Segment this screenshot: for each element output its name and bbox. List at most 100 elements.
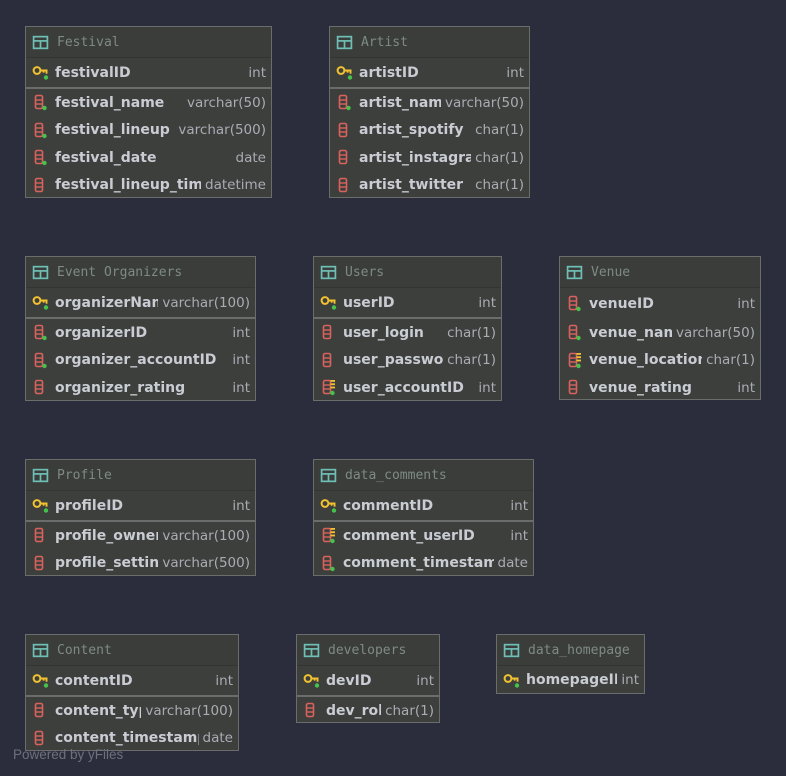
table-header[interactable]: data_homepage (497, 635, 644, 666)
table-data-comments[interactable]: data_comments commentID int comment_userI… (313, 459, 534, 576)
column-icon (32, 379, 49, 396)
column-type: char(1) (706, 352, 755, 369)
table-header[interactable]: Festival (26, 27, 271, 58)
column-type: varchar(100) (145, 702, 233, 719)
column-type: varchar(100) (162, 294, 250, 311)
column-row[interactable]: profileID int (26, 491, 255, 522)
column-name: festivalID (55, 64, 131, 81)
column-type: int (232, 497, 250, 514)
column-row[interactable]: commentID int (314, 491, 533, 522)
column-row[interactable]: content_typevarchar(100) (26, 697, 238, 725)
column-row[interactable]: dev_rolechar(1) (297, 697, 439, 725)
column-row[interactable]: user_passwordchar(1) (314, 347, 501, 375)
table-header[interactable]: Event Organizers (26, 257, 255, 288)
table-title: developers (328, 642, 407, 658)
column-name: festival_lineup_times (55, 177, 202, 194)
column-name: profileID (55, 497, 124, 514)
column-name: festival_lineup (55, 122, 170, 139)
column-name: user_accountID (343, 379, 464, 396)
foreign-key-icon (566, 352, 583, 369)
column-type: int (232, 379, 250, 396)
column-row[interactable]: artist_instagramchar(1) (330, 144, 529, 172)
column-name: venue_name (589, 324, 672, 341)
column-icon (32, 555, 49, 572)
column-name: dev_role (326, 702, 382, 719)
table-icon (566, 265, 583, 279)
table-header[interactable]: Venue (560, 257, 760, 288)
column-type: int (510, 497, 528, 514)
column-row[interactable]: organizerNamevarchar(100) (26, 288, 255, 319)
column-type: int (506, 64, 524, 81)
column-type: int (510, 527, 528, 544)
column-type: int (478, 294, 496, 311)
column-name: venue_location (589, 352, 703, 369)
primary-key-icon (32, 64, 49, 81)
table-icon (32, 468, 49, 482)
column-icon (32, 730, 49, 747)
column-name: homepageID (526, 672, 618, 688)
column-type: varchar(500) (178, 122, 266, 139)
column-icon (336, 177, 353, 194)
table-event-organizers[interactable]: Event Organizers organizerNamevarchar(10… (25, 256, 256, 401)
table-header[interactable]: data_comments (314, 460, 533, 491)
table-icon (320, 468, 337, 482)
table-header[interactable]: Profile (26, 460, 255, 491)
column-not-null-icon (32, 149, 49, 166)
column-not-null-icon (32, 94, 49, 111)
table-header[interactable]: Content (26, 635, 238, 666)
table-header[interactable]: Artist (330, 27, 529, 58)
column-icon (303, 702, 320, 719)
column-type: varchar(500) (162, 555, 250, 572)
table-header[interactable]: developers (297, 635, 439, 666)
table-icon (303, 643, 320, 657)
column-type: char(1) (475, 177, 524, 194)
column-name: festival_date (55, 149, 157, 166)
column-name: artist_instagram (359, 149, 472, 166)
column-type: varchar(50) (444, 94, 524, 111)
column-name: artist_name (359, 94, 441, 111)
column-row[interactable]: profile_settingsvarchar(500) (26, 550, 255, 578)
column-row[interactable]: festival_lineup_timesdatetime (26, 172, 271, 200)
watermark: Powered by yFiles (13, 747, 124, 762)
column-name: venue_rating (589, 379, 692, 396)
column-type: char(1) (447, 324, 496, 341)
column-type: char(1) (385, 702, 434, 719)
column-name: organizer_accountID (55, 352, 217, 369)
table-header[interactable]: Users (314, 257, 501, 288)
column-name: contentID (55, 672, 133, 689)
column-name: commentID (343, 497, 434, 514)
column-row[interactable]: festival_lineup varchar(500) (26, 117, 271, 145)
